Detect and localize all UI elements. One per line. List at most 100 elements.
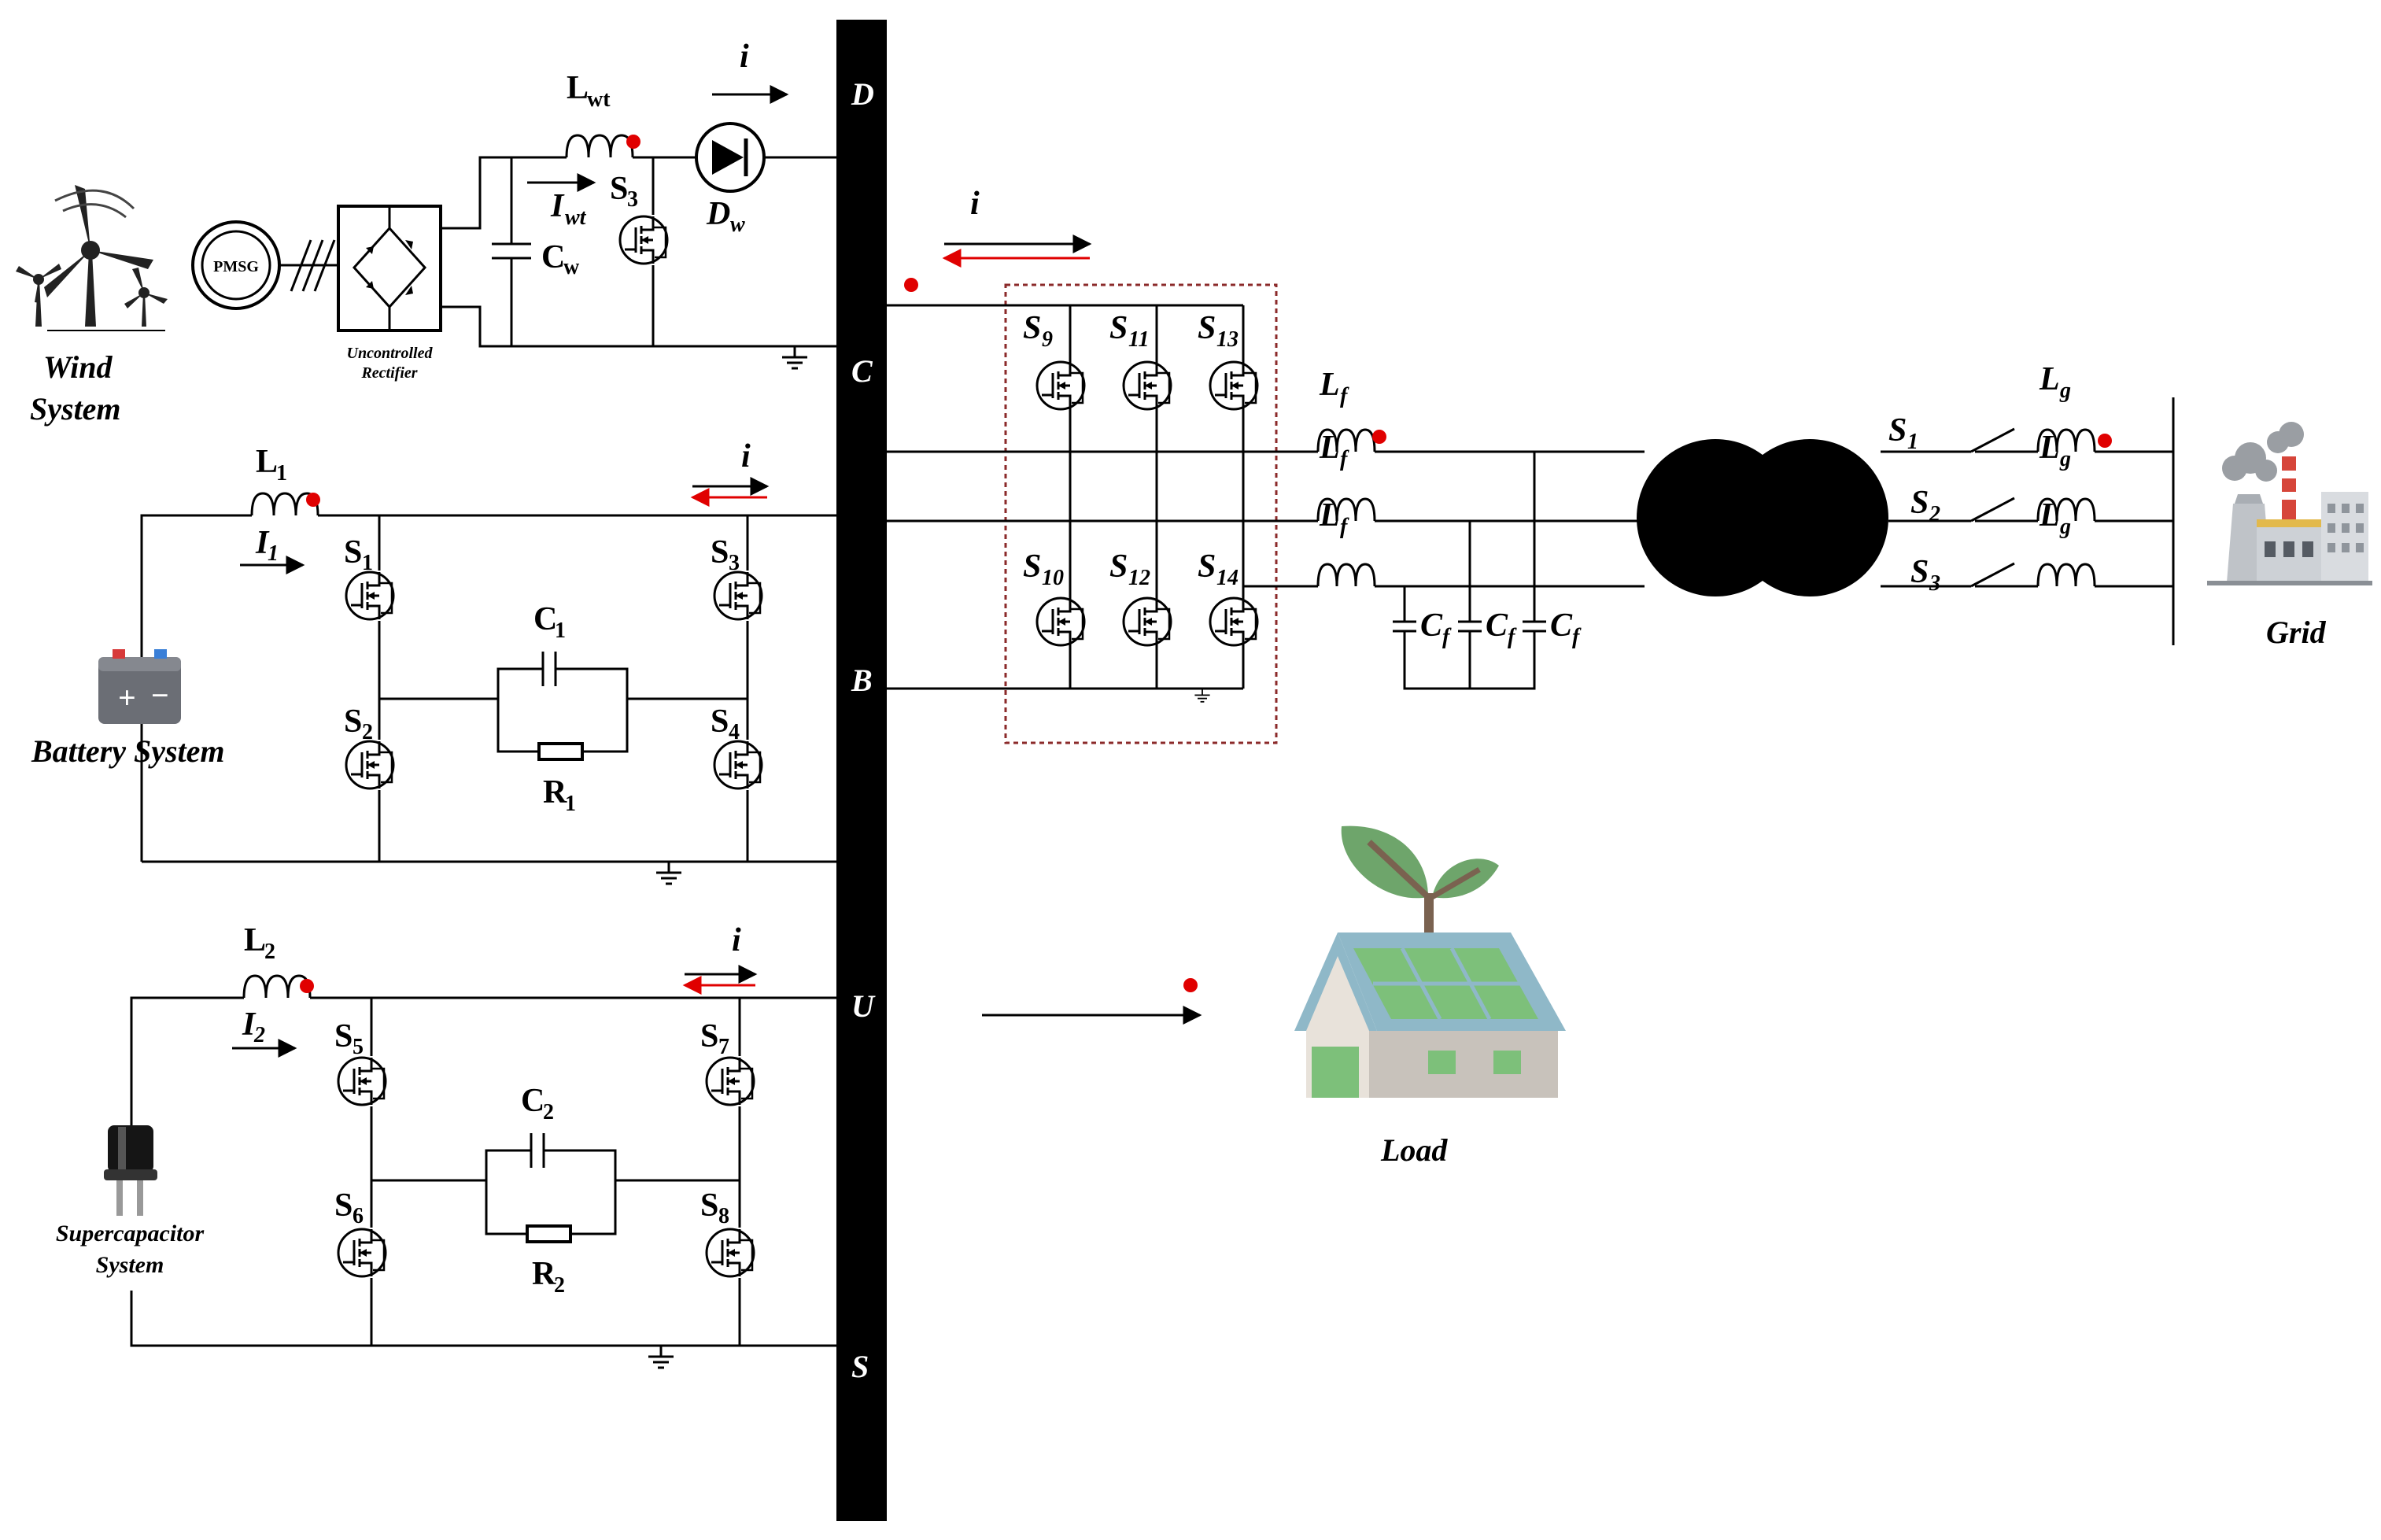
switch-s1-sub: 1 (362, 551, 373, 575)
switch-s7 (705, 1056, 755, 1106)
inductor-lf-3 (1316, 563, 1376, 587)
ground-symbol (655, 860, 683, 885)
capacitor-cw-sub: w (563, 255, 580, 279)
switch-s10-sub: 10 (1042, 566, 1064, 590)
switch-s13 (1209, 360, 1259, 411)
inductor-lg-2-sub: g (2059, 447, 2071, 471)
switch-s12 (1122, 596, 1172, 647)
power-plant-icon (2207, 422, 2372, 585)
diode-dw (695, 122, 766, 193)
grid-switch-s3-label: S (1910, 554, 1929, 590)
current-i1-sub: 1 (268, 541, 279, 566)
inductor-lf-1-label: L (1319, 367, 1340, 403)
switch-s3-wind-sub: 3 (627, 187, 638, 212)
switch-s3-wind (618, 215, 669, 265)
switch-s9-label: S (1023, 310, 1041, 346)
red-marker (626, 135, 640, 149)
switch-s3-wind-label: S (610, 171, 628, 207)
switch-s2-label: S (344, 704, 362, 740)
red-marker (300, 979, 314, 993)
capacitor-c1-sub: 1 (555, 619, 566, 643)
capacitor-cf-1-label: C (1420, 608, 1443, 644)
switch-s3-battery-sub: 3 (729, 551, 740, 575)
switch-s7-sub: 7 (718, 1035, 729, 1059)
resistor-r1 (537, 742, 584, 761)
switch-s8-label: S (700, 1187, 718, 1224)
inductor-l1-sub: 1 (276, 461, 287, 486)
supercapacitor-system: L 2 I 2 i Supercapacitor System S 5 S 6 (56, 922, 836, 1369)
uncontrolled-rectifier (337, 205, 442, 332)
inductor-lf-3-label: L (1319, 497, 1340, 534)
load-house-icon (1294, 825, 1566, 1098)
switch-s13-sub: 13 (1216, 327, 1238, 352)
inductor-lf-1-sub: f (1340, 384, 1349, 408)
pmsg-generator: PMSG (191, 220, 281, 310)
grid-switch-s2-sub: 2 (1929, 502, 1940, 526)
resistor-r1-sub: 1 (565, 792, 576, 816)
capacitor-c1-label: C (533, 601, 557, 637)
inductor-lg-1-label: L (2039, 361, 2060, 397)
switch-s12-label: S (1109, 548, 1128, 585)
supercapacitor-system-label: Supercapacitor (56, 1221, 205, 1246)
inductor-l1-label: L (256, 444, 278, 480)
inductor-lf-2-label: L (1319, 430, 1340, 466)
resistor-r2-sub: 2 (554, 1273, 565, 1298)
diode-dw-sub: w (730, 212, 745, 237)
switch-s9 (1035, 360, 1086, 411)
capacitor-c2-label: C (521, 1083, 544, 1119)
switch-s4-label: S (711, 704, 729, 740)
lc-filter: L f L f L f C f C f C f (1316, 367, 1684, 690)
load-label: Load (1380, 1132, 1448, 1168)
capacitor-cf-2-label: C (1486, 608, 1508, 644)
svg-text:+: + (118, 680, 136, 715)
capacitor-cf-3-label: C (1550, 608, 1573, 644)
grid-switch-s1-label: S (1888, 412, 1907, 449)
switch-s3-battery-label: S (711, 534, 729, 571)
current-i2-sub: 2 (253, 1023, 265, 1047)
current-i2-label: I (242, 1006, 257, 1043)
switch-s10 (1035, 596, 1086, 647)
inductor-lg-2 (2036, 497, 2096, 522)
switch-s9-sub: 9 (1042, 327, 1053, 352)
resistor-r1-label: R (543, 774, 567, 811)
switch-s13-label: S (1198, 310, 1216, 346)
inductor-lwt (565, 134, 634, 158)
current-flow-label: i (740, 39, 749, 75)
capacitor-cf-3-sub: f (1572, 625, 1582, 649)
switch-s1 (345, 571, 395, 621)
capacitor-cf-2-sub: f (1508, 625, 1517, 649)
rectifier-label-2: Rectifier (360, 364, 417, 382)
resistor-r2-label: R (532, 1256, 556, 1292)
inductor-lg-2-label: L (2039, 430, 2060, 466)
switch-s5-sub: 5 (353, 1035, 364, 1059)
red-marker (2098, 434, 2112, 448)
inductor-lwt-label: L (567, 70, 589, 106)
switch-s11-label: S (1109, 310, 1128, 346)
red-marker (1183, 978, 1198, 992)
grid-label: Grid (2266, 615, 2327, 650)
switch-s4 (713, 740, 763, 790)
svg-text:−: − (151, 678, 169, 713)
current-i1-label: I (255, 525, 270, 561)
capacitor-cf-1-sub: f (1442, 625, 1452, 649)
bus-label-u: U (851, 988, 876, 1024)
switch-s7-label: S (700, 1018, 718, 1054)
bus-label-b: B (851, 663, 873, 698)
switch-s2 (345, 740, 395, 790)
red-marker (306, 493, 320, 507)
inductor-lf-2 (1316, 497, 1376, 522)
switch-s14-label: S (1198, 548, 1216, 585)
battery-system: L 1 I 1 i + − Battery System S 1 S (31, 438, 836, 885)
supercapacitor-icon (104, 1125, 157, 1216)
current-iwt-sub: wt (565, 205, 587, 230)
inductor-lwt-sub: wt (587, 87, 611, 112)
inductor-lg-3-sub: g (2059, 515, 2071, 539)
switch-s8 (705, 1228, 755, 1278)
wind-system-label-2: System (30, 391, 121, 427)
grid-switch-s3-sub: 3 (1929, 571, 1940, 596)
inductor-lg-3 (2036, 563, 2096, 587)
switch-s12-sub: 12 (1128, 566, 1150, 590)
ground-symbol (781, 345, 809, 370)
battery-icon: + − (98, 649, 181, 724)
